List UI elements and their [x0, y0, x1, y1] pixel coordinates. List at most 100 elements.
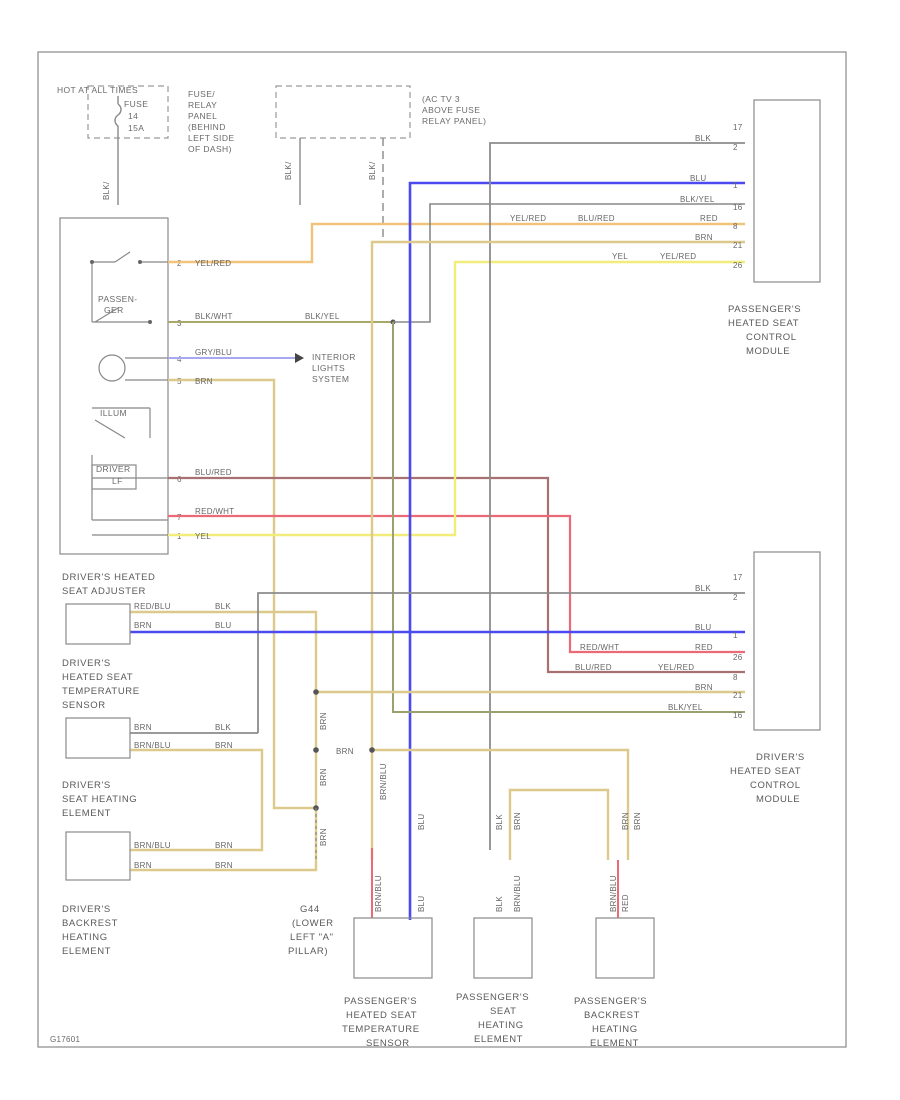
svg-text:DRIVER'S: DRIVER'S — [62, 904, 111, 915]
ac-blk-label-2: BLK/ — [368, 161, 377, 180]
svg-text:HEATED SEAT: HEATED SEAT — [346, 1010, 417, 1021]
wire-label-blk-wht: BLK/WHT — [195, 312, 233, 321]
ac-blk-label: BLK/ — [284, 161, 293, 180]
wire-label-yel-red-top: YEL/RED — [510, 214, 546, 223]
diagram-frame — [37, 51, 847, 1048]
svg-text:21: 21 — [733, 241, 743, 250]
svg-text:TEMPERATURE: TEMPERATURE — [62, 686, 140, 697]
wire-label-yel-red: YEL/RED — [195, 259, 231, 268]
drivers-seat-adjuster: DRIVER'S HEATED SEAT ADJUSTER RED/BLU BR… — [62, 572, 231, 645]
svg-text:BRN: BRN — [513, 812, 522, 830]
wire-brn-adjuster — [130, 610, 318, 872]
passenger-seat-heating-label: PASSENGER'S SEAT HEATING ELEMENT — [456, 992, 529, 1045]
svg-text:BRN: BRN — [319, 828, 328, 846]
svg-text:BRN: BRN — [621, 812, 630, 830]
svg-text:DRIVER'S HEATED: DRIVER'S HEATED — [62, 572, 156, 583]
svg-text:26: 26 — [733, 653, 743, 662]
svg-text:PASSENGER'S: PASSENGER'S — [456, 992, 529, 1003]
svg-text:ILLUM: ILLUM — [100, 408, 127, 418]
wire-label-blk-pass: BLK — [695, 134, 711, 143]
switch-labels: PASSEN- GER ILLUM DRIVER LF — [96, 294, 138, 486]
wire-blk-yel-driver — [392, 322, 745, 713]
ac-fuse-panel — [275, 85, 411, 139]
wire-blu-red — [168, 476, 745, 674]
wire-red-wht — [168, 514, 745, 654]
svg-text:21: 21 — [733, 691, 743, 700]
wire-label-yel: YEL — [195, 532, 211, 541]
wire-label-brn: BRN — [195, 377, 213, 386]
vertical-wire-labels: BRN BRN BRN BRN/BLU BLU BLK BRN BRN BRN … — [319, 712, 642, 846]
svg-text:14: 14 — [128, 111, 138, 121]
wire-label-red-wht: RED/WHT — [195, 507, 234, 516]
svg-text:26: 26 — [733, 261, 743, 270]
svg-text:RED: RED — [621, 894, 630, 912]
wire-brn-passenger — [370, 240, 745, 860]
svg-text:BRN/BLU: BRN/BLU — [374, 875, 383, 912]
svg-text:BRN: BRN — [215, 861, 233, 870]
arrow-interior-lights — [295, 353, 304, 363]
switch-pin-numbers: 2 3 4 5 6 7 1 — [177, 259, 182, 541]
bottom-wire-tags: BRN/BLU BLU BLK BRN/BLU BRN/BLU RED — [374, 875, 630, 912]
svg-text:SYSTEM: SYSTEM — [312, 374, 349, 384]
hot-at-all-times-label: HOT AT ALL TIMES — [57, 85, 138, 95]
svg-text:SEAT ADJUSTER: SEAT ADJUSTER — [62, 586, 146, 597]
svg-text:BLK: BLK — [495, 814, 504, 830]
svg-text:BLK: BLK — [215, 602, 231, 611]
svg-text:DRIVER: DRIVER — [96, 464, 131, 474]
wire-blk-passenger — [489, 142, 745, 850]
wire-label-gry-blu: GRY/BLU — [195, 348, 232, 357]
svg-text:4: 4 — [177, 355, 182, 364]
svg-text:MODULE: MODULE — [756, 794, 800, 805]
svg-text:7: 7 — [177, 513, 182, 522]
svg-text:BACKREST: BACKREST — [62, 918, 118, 929]
wire-label-blu-driver: BLU — [695, 623, 711, 632]
svg-text:LEFT "A": LEFT "A" — [290, 932, 334, 943]
svg-text:8: 8 — [733, 673, 738, 682]
svg-text:BLU: BLU — [215, 621, 231, 630]
svg-text:RELAY PANEL): RELAY PANEL) — [422, 116, 486, 126]
svg-text:PASSEN-: PASSEN- — [98, 294, 138, 304]
svg-text:LF: LF — [112, 476, 123, 486]
svg-text:FUSE: FUSE — [124, 99, 148, 109]
svg-text:3: 3 — [177, 319, 182, 328]
svg-text:ELEMENT: ELEMENT — [62, 808, 111, 819]
svg-text:SENSOR: SENSOR — [366, 1038, 410, 1049]
svg-text:RED/BLU: RED/BLU — [134, 602, 171, 611]
svg-text:BRN: BRN — [134, 621, 152, 630]
svg-text:BRN: BRN — [319, 768, 328, 786]
driver-control-module — [753, 551, 821, 731]
passenger-temp-sensor-box — [353, 917, 433, 979]
svg-text:BRN/BLU: BRN/BLU — [134, 841, 171, 850]
svg-text:ELEMENT: ELEMENT — [590, 1038, 639, 1049]
svg-text:1: 1 — [733, 631, 738, 640]
svg-text:SEAT HEATING: SEAT HEATING — [62, 794, 137, 805]
svg-text:1: 1 — [177, 532, 182, 541]
wire-label-blu-pass: BLU — [690, 174, 706, 183]
svg-text:6: 6 — [177, 475, 182, 484]
blk-wht-label: BLK/ — [102, 181, 111, 200]
wire-label-yel-red-driver: YEL/RED — [658, 663, 694, 672]
svg-text:HEATED SEAT: HEATED SEAT — [728, 318, 799, 329]
svg-text:PASSENGER'S: PASSENGER'S — [574, 996, 647, 1007]
svg-text:FUSE/: FUSE/ — [188, 89, 215, 99]
wire-yel-red-top — [168, 222, 745, 264]
svg-text:2: 2 — [733, 143, 738, 152]
svg-text:BLK: BLK — [495, 896, 504, 912]
passenger-module-title: PASSENGER'S HEATED SEAT CONTROL MODULE — [728, 304, 801, 357]
wire-label-blu-red: BLU/RED — [195, 468, 232, 477]
wire-brn-heating — [130, 748, 264, 852]
svg-text:GER: GER — [104, 305, 124, 315]
wire-brn-backrest — [372, 748, 630, 860]
wire-label-blu-red-top: BLU/RED — [578, 214, 615, 223]
svg-text:PILLAR): PILLAR) — [288, 946, 328, 957]
fuse-relay-panel — [87, 85, 169, 139]
wire-label-brn-pass: BRN — [695, 233, 713, 242]
svg-text:ABOVE FUSE: ABOVE FUSE — [422, 105, 480, 115]
svg-text:OF DASH): OF DASH) — [188, 144, 232, 154]
wire-blk-driver — [130, 592, 745, 734]
driver-module-title: DRIVER'S HEATED SEAT CONTROL MODULE — [730, 752, 804, 805]
wire-label-blk-driver: BLK — [695, 584, 711, 593]
svg-text:G44: G44 — [300, 904, 320, 915]
fuse-block-labels: FUSE/ RELAY PANEL (BEHIND LEFT SIDE OF D… — [188, 89, 234, 154]
